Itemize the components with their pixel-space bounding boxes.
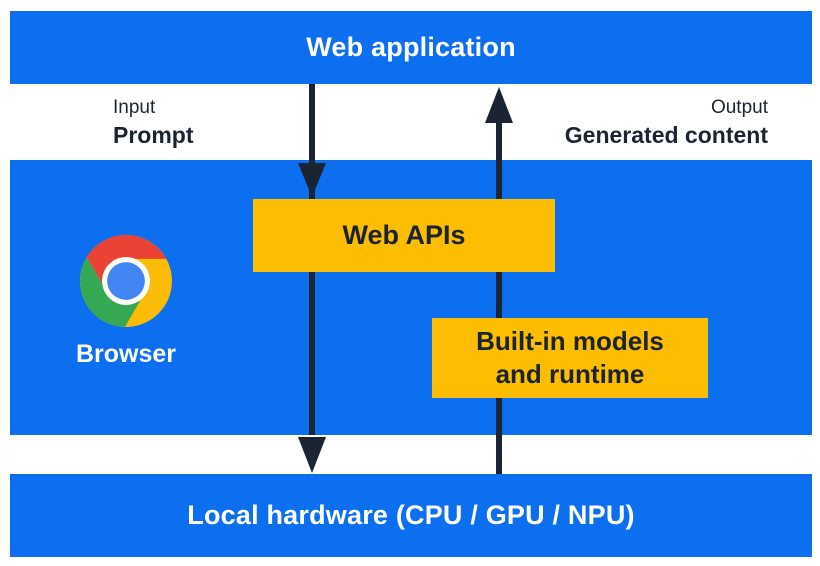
web-application-label: Web application [306,32,516,62]
input-label-group: Input Prompt [113,94,194,150]
input-value: Prompt [113,122,194,148]
web-apis-label: Web APIs [342,220,466,250]
web-application-bar: Web application [10,11,812,84]
down-arrowhead-bottom [298,437,326,473]
output-caption: Output [710,97,768,118]
input-caption: Input [113,97,156,118]
builtin-models-box: Built-in models and runtime [432,318,708,398]
web-apis-box: Web APIs [253,199,555,272]
output-label-group: Output Generated content [565,94,768,150]
builtin-models-label-line2: and runtime [495,359,645,389]
up-arrowhead [485,87,513,123]
chrome-logo-icon [80,235,172,327]
output-value: Generated content [564,122,768,148]
browser-label: Browser [75,340,177,368]
up-arrow-line [496,120,502,474]
local-hardware-bar: Local hardware (CPU / GPU / NPU) [10,474,812,557]
builtin-models-label-line1: Built-in models [476,326,664,356]
down-arrowhead-top [298,163,326,197]
local-hardware-label: Local hardware (CPU / GPU / NPU) [187,500,635,530]
